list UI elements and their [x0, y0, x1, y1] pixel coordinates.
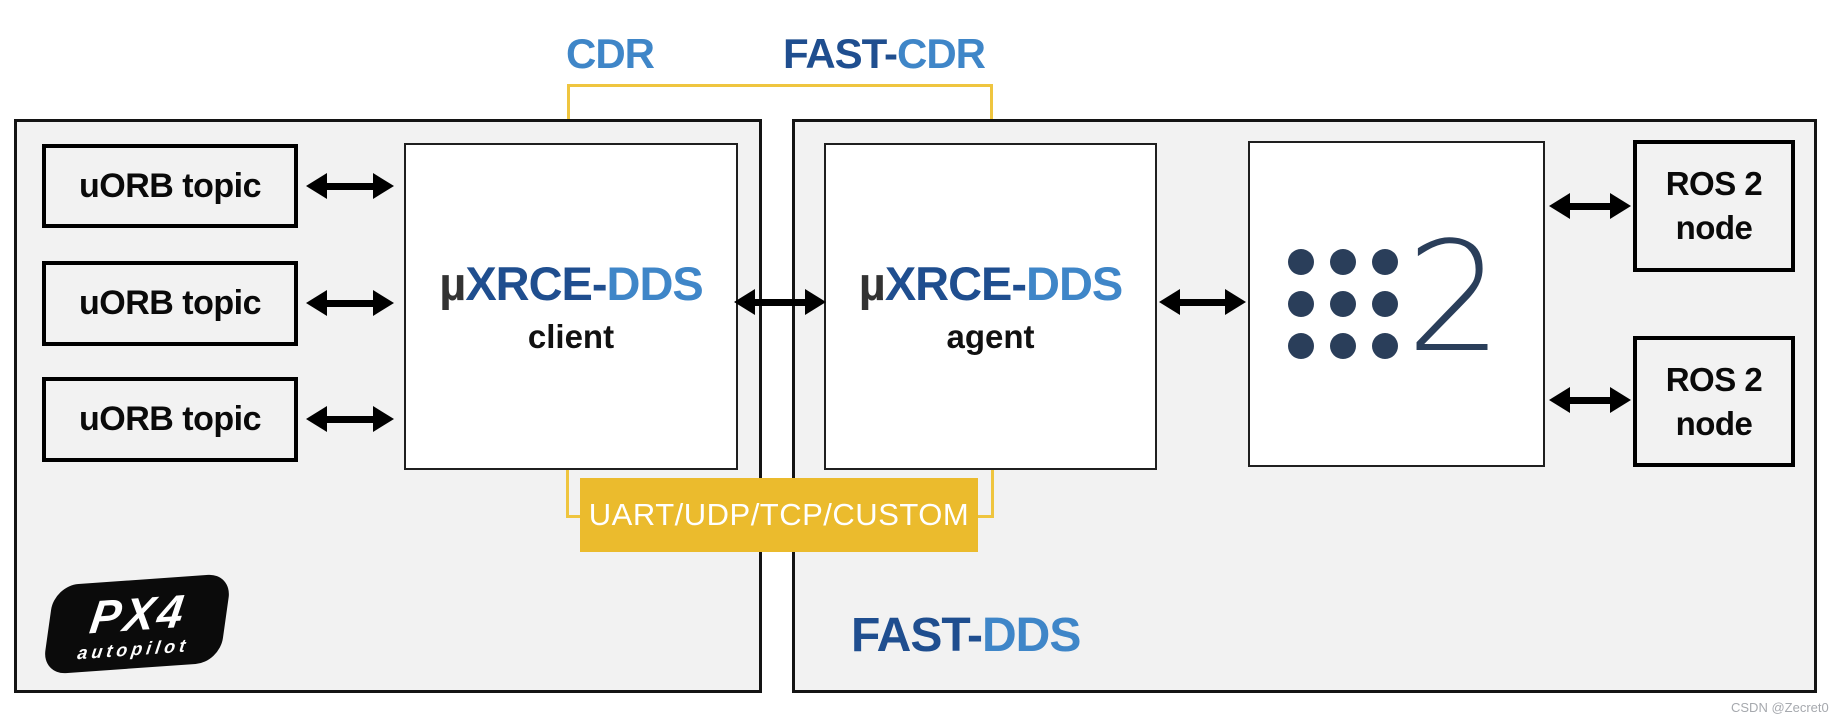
- arrow-ros2-node1: [1549, 193, 1631, 219]
- arrow-uorb2-client: [306, 290, 394, 316]
- px4-autopilot-logo: PX4 autopilot: [41, 573, 233, 675]
- connector-line-cdr-horizontal: [567, 84, 993, 87]
- agent-mu: µ: [858, 257, 886, 311]
- uorb-topic-label: uORB topic: [79, 166, 261, 205]
- transport-box: UART/UDP/TCP/CUSTOM: [580, 478, 978, 552]
- uxrce-dds-agent-box: µXRCE-DDS agent: [824, 143, 1157, 470]
- client-title: µXRCE-DDS: [439, 257, 704, 311]
- watermark: CSDN @Zecret0: [1731, 700, 1829, 715]
- px4-logo-name: PX4: [86, 583, 191, 644]
- ros2-node-box-2: ROS 2 node: [1633, 336, 1795, 467]
- connector-line-cdr-right: [990, 84, 993, 145]
- client-mu: µ: [439, 257, 466, 311]
- client-role-label: client: [527, 317, 615, 355]
- uxrce-dds-client-box: µXRCE-DDS client: [404, 143, 738, 470]
- ros2-node-line2: node: [1675, 209, 1753, 246]
- agent-role-label: agent: [946, 317, 1035, 355]
- ros2-node-line1: ROS 2: [1665, 165, 1763, 203]
- client-dds: DDS: [606, 257, 704, 311]
- connector-stub-transport-left: [566, 515, 584, 518]
- connector-line-cdr-left: [567, 84, 570, 145]
- client-xrce: XRCE-: [465, 257, 607, 311]
- fast-cdr-label: FAST-CDR: [783, 30, 986, 78]
- fast-dds-prefix: FAST-: [851, 609, 983, 662]
- ros2-dots-icon: [1288, 249, 1398, 359]
- agent-dds: DDS: [1026, 257, 1123, 311]
- arrow-ros2-node2: [1549, 387, 1631, 413]
- cdr-label: CDR: [566, 30, 655, 77]
- ros2-node-line1: ROS 2: [1665, 360, 1763, 398]
- connector-line-transport-right: [991, 470, 994, 518]
- arrow-client-agent: [734, 289, 826, 315]
- fast-dds-suffix: DDS: [982, 609, 1081, 662]
- ros2-number: 2: [1406, 209, 1503, 386]
- ros2-node-line2: node: [1675, 404, 1753, 442]
- uorb-topic-box-3: uORB topic: [42, 377, 298, 462]
- connector-line-transport-left: [566, 470, 569, 518]
- ros2-node-box-1: ROS 2 node: [1633, 140, 1795, 272]
- fast-cdr-suffix: CDR: [897, 30, 986, 77]
- uorb-topic-box-1: uORB topic: [42, 144, 298, 228]
- connector-stub-transport-right: [976, 515, 994, 518]
- transport-label: UART/UDP/TCP/CUSTOM: [588, 497, 970, 532]
- fast-cdr-prefix: FAST-: [783, 30, 898, 77]
- fast-dds-zone-label: FAST-DDS: [851, 608, 1081, 663]
- agent-title: µXRCE-DDS: [858, 257, 1124, 311]
- agent-xrce: XRCE-: [884, 257, 1027, 311]
- uorb-topic-box-2: uORB topic: [42, 261, 298, 346]
- uorb-topic-label: uORB topic: [79, 284, 261, 322]
- arrow-agent-ros2: [1159, 289, 1246, 315]
- uorb-topic-label: uORB topic: [79, 400, 261, 438]
- arrow-uorb3-client: [306, 406, 394, 432]
- arrow-uorb1-client: [306, 173, 394, 199]
